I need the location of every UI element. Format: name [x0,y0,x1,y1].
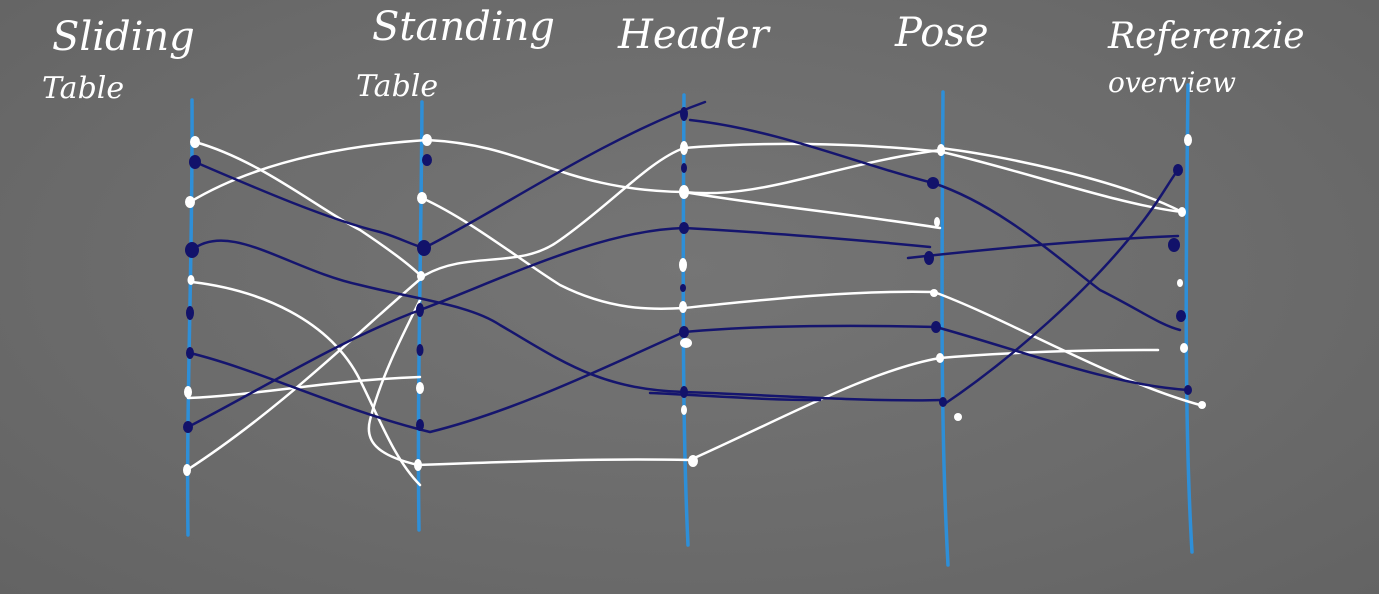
link-dark [648,391,822,402]
link-dark [906,234,1180,260]
column-title-sliding: Sliding [52,14,195,60]
dot-light [936,353,944,363]
dot-light [679,301,687,313]
dot-light [187,275,195,285]
dot-dark [939,397,947,407]
link-dark [186,226,932,429]
dot-light [679,185,689,199]
dot-dark [680,284,686,292]
dot-dark [416,419,424,431]
dot-light [1180,343,1188,353]
dot-light [417,271,425,281]
axis-reference-overview [1184,83,1194,554]
link-light [420,196,1202,407]
link-dark [190,239,945,402]
dot-light [1198,401,1206,409]
dot-dark [183,421,193,433]
dot-dark [186,306,194,320]
column-subtitle-standing: Table [356,69,438,104]
link-dark [422,100,707,250]
column-title-pose: Pose [894,10,989,56]
dot-dark [679,326,689,338]
dot-light [185,196,195,208]
axis-pose [940,90,950,567]
axis-dots [183,107,1206,476]
dot-dark [679,222,689,234]
link-dark [688,118,1182,332]
dot-light [680,338,692,348]
dot-dark [1184,385,1192,395]
dot-dark [681,163,687,173]
dot-dark [186,347,194,359]
dot-light [190,136,200,148]
dot-light [422,134,432,146]
dot-light [1178,207,1186,217]
axis-standing-table [416,100,424,532]
dot-light [937,144,945,156]
dot-light [416,382,424,394]
dot-dark [417,240,431,256]
dot-dark [1176,310,1186,322]
dot-light [930,289,938,297]
link-light [682,190,942,230]
dot-light [1184,134,1192,146]
dot-dark [185,242,199,258]
axes [185,83,1194,567]
dot-light [184,386,192,398]
dot-light [681,405,687,415]
dot-light [414,459,422,471]
link-light [938,146,1184,214]
dot-light [1177,279,1183,287]
column-title-standing: Standing [372,4,555,50]
dot-light [183,464,191,476]
link-light [188,138,429,204]
link-dark [941,168,1180,407]
dot-dark [416,344,424,356]
axis-header [681,93,690,547]
column-subtitle-sliding: Table [42,71,124,106]
link-dark [193,160,426,250]
dot-light [417,192,427,204]
dot-dark [422,154,432,166]
links-light [185,138,1202,487]
dot-dark [1168,238,1180,252]
column-subtitle-reference: overview [1108,66,1236,99]
dot-dark [924,251,934,265]
column-title-header: Header [617,12,772,58]
column-title-reference: Referenzie [1107,16,1305,57]
dot-dark [416,303,424,317]
link-light [190,280,422,487]
dot-dark [931,321,941,333]
dot-light [680,141,688,155]
dot-dark [189,155,201,169]
column-titles: Sliding Table Standing Table Header Pose… [42,4,1305,106]
dot-light [954,413,962,421]
dot-light [688,455,698,467]
link-light [185,142,1184,472]
dot-dark [680,386,688,398]
dot-dark [927,177,939,189]
dot-dark [680,107,688,121]
dot-light [679,258,687,272]
dot-dark [1173,164,1183,176]
link-light [367,298,1160,467]
dot-light [934,217,940,227]
